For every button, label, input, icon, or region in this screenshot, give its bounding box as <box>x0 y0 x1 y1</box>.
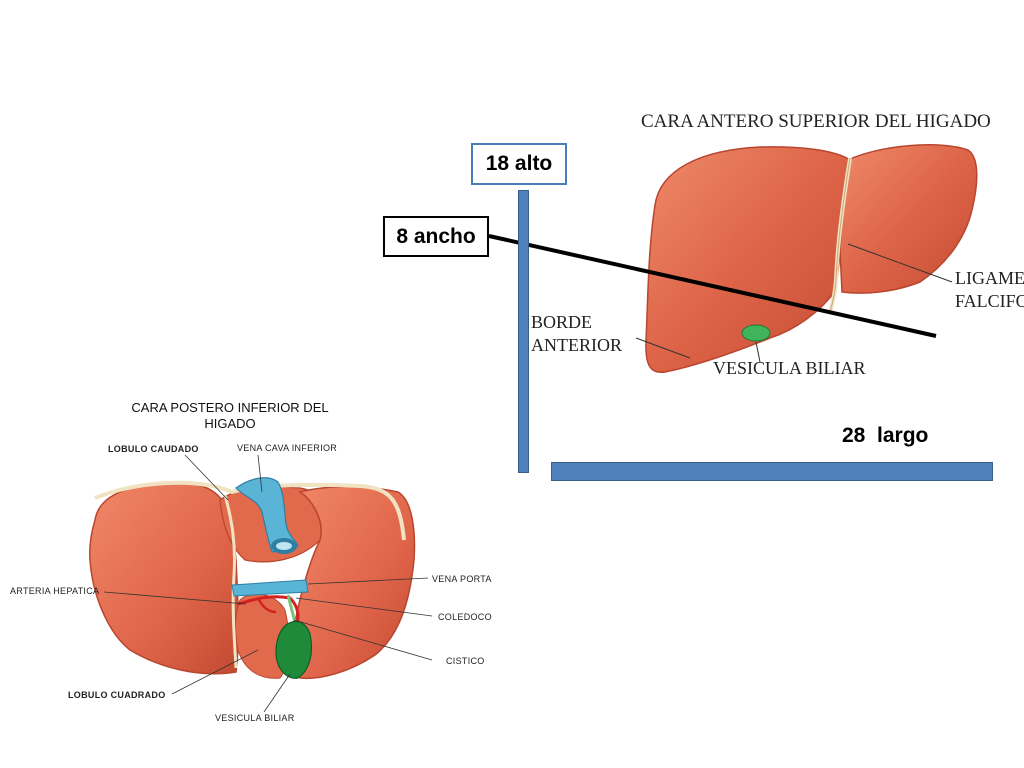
height-label-box: 18 alto <box>471 143 567 185</box>
label-vesicula-posterior: VESICULA BILIAR <box>215 713 295 723</box>
leader-lobulo-cuadrado <box>171 649 259 695</box>
leader-coledoco <box>295 597 433 617</box>
vena-cava-inferior <box>235 477 299 553</box>
posterior-title: CARA POSTERO INFERIOR DEL HIGADO <box>110 400 350 432</box>
label-vesicula-anterior: VESICULA BILIAR <box>713 358 866 378</box>
leader-vena-porta <box>307 577 429 585</box>
leader-arteria-hepatica <box>103 591 247 605</box>
height-measurement-bar <box>518 190 529 473</box>
leader-cistico <box>293 619 433 661</box>
label-coledoco: COLEDOCO <box>438 612 492 622</box>
height-label: 18 alto <box>485 152 553 175</box>
label-vena-cava: VENA CAVA INFERIOR <box>237 443 338 453</box>
label-cistico: CISTICO <box>446 656 485 666</box>
vena-porta <box>231 579 309 597</box>
posterior-gallbladder <box>275 621 313 679</box>
length-measurement-bar <box>551 462 993 481</box>
anterior-title: CARA ANTERO SUPERIOR DEL HIGADO <box>641 111 991 132</box>
label-arteria-hepatica: ARTERIA HEPATICA <box>10 586 100 596</box>
posterior-quadrate-lobe <box>235 593 290 679</box>
width-indicator-line <box>488 234 937 338</box>
anterior-right-lobe <box>645 146 851 373</box>
label-borde-line1: BORDE <box>531 312 593 332</box>
leader-ligamento <box>847 243 953 283</box>
label-vena-porta: VENA PORTA <box>432 574 492 584</box>
label-lobulo-cuadrado: LOBULO CUADRADO <box>68 690 166 700</box>
posterior-title-line1: CARA POSTERO INFERIOR DEL <box>131 400 329 415</box>
label-lobulo-caudado: LOBULO CAUDADO <box>108 444 199 454</box>
length-label: 28 largo <box>842 424 929 447</box>
label-ligamento-line1: LIGAMENTO <box>955 268 1024 288</box>
leader-lobulo-caudado <box>184 454 229 501</box>
leader-vesicula-post <box>263 673 291 713</box>
leader-vena-cava <box>257 454 263 493</box>
label-borde-line2: ANTERIOR <box>531 335 622 355</box>
posterior-right-lobe <box>89 482 240 675</box>
label-ligamento-line2: FALCIFORME <box>955 291 1024 311</box>
posterior-title-line2: HIGADO <box>204 416 256 431</box>
width-label: 8 ancho <box>396 224 476 248</box>
leader-borde <box>635 337 691 359</box>
leader-vesicula-ant <box>755 341 761 363</box>
posterior-left-lobe <box>291 486 416 680</box>
width-label-box: 8 ancho <box>383 216 489 257</box>
anterior-gallbladder <box>741 324 771 342</box>
